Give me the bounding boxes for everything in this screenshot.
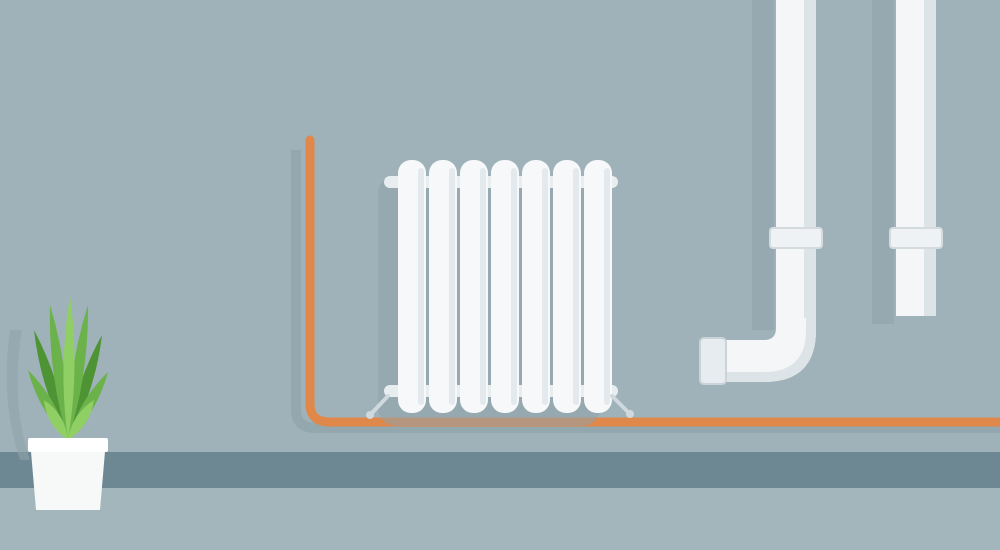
radiator-fin-shade [604, 168, 610, 405]
plant-leaf [68, 335, 102, 440]
pipe-coupling-right [889, 227, 943, 249]
radiator [366, 160, 634, 426]
drain-pipe-right [872, 0, 943, 324]
pipe-end-collar [699, 337, 727, 385]
valve-knob-left [366, 411, 374, 419]
radiator-fin-shade [449, 168, 455, 405]
baseboard [0, 452, 1000, 488]
pipe-shadow-right [872, 0, 894, 324]
plant-leaf [68, 400, 94, 440]
plant-pot [30, 440, 106, 510]
potted-plant [6, 296, 108, 510]
plant-leaf [34, 330, 68, 440]
radiator-fin-shade [418, 168, 424, 405]
valve-knob-right [626, 410, 634, 418]
pipe-vertical-left-shade [804, 0, 816, 320]
plant-shadow [6, 330, 31, 460]
plant-pot-rim [28, 438, 108, 452]
pipe-shadow-left [752, 0, 774, 330]
radiator-fin-shade [573, 168, 579, 405]
drain-pipe-left [699, 0, 823, 385]
radiator-fin-shade [542, 168, 548, 405]
pipe-vertical-right-shade [924, 0, 936, 316]
radiator-valve-left [368, 394, 390, 417]
orange-pipe [305, 135, 1000, 427]
plant-leaf [67, 305, 89, 440]
orange-pipe-shadow [291, 150, 1000, 433]
radiator-fin-shade [480, 168, 486, 405]
pipe-elbow-shade [722, 318, 816, 382]
radiator-fin-shade [511, 168, 517, 405]
plant-leaf [44, 400, 68, 440]
plant-leaf [63, 296, 75, 440]
radiator-valve-right [610, 394, 632, 416]
floor [0, 488, 1000, 550]
pipe-coupling-left [769, 227, 823, 249]
plant-leaf [49, 305, 69, 440]
